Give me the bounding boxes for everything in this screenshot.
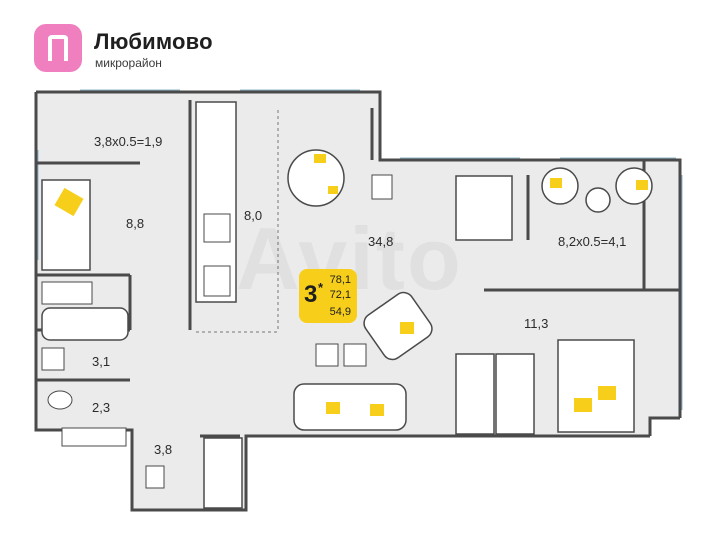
desk — [455, 175, 513, 241]
net-area: 72,1 — [329, 289, 351, 301]
hall-wardrobe — [203, 437, 243, 509]
oven — [203, 265, 231, 297]
wardrobe-small — [41, 281, 93, 305]
total-area: 78,1 — [329, 274, 351, 286]
label-living-room: 34,8 — [368, 234, 393, 249]
armchair — [363, 291, 433, 361]
sofa — [293, 383, 407, 431]
label-bedroom-small: 8,8 — [126, 216, 144, 231]
label-hallway: 3,8 — [154, 442, 172, 457]
sink — [41, 347, 65, 371]
brand-logo — [34, 24, 82, 72]
wardrobe-left — [455, 353, 495, 435]
label-kitchen: 8,0 — [244, 208, 262, 223]
label-bathroom: 3,1 — [92, 354, 110, 369]
coffee-table — [315, 343, 339, 367]
label-balcony-right: 8,2x0.5=4,1 — [558, 234, 626, 249]
toilet-bowl — [47, 390, 73, 410]
living-area: 54,9 — [329, 306, 351, 318]
stove — [203, 213, 231, 243]
wardrobe-right — [495, 353, 535, 435]
brand-name: Любимово — [94, 29, 213, 54]
area-badge: 3 * 78,1 72,1 54,9 — [299, 269, 357, 323]
shoe-rack — [145, 465, 165, 489]
rooms-star: * — [318, 280, 324, 295]
windows — [37, 89, 683, 410]
hall-cabinet — [371, 174, 393, 200]
double-bed — [557, 339, 635, 433]
balcony-chair-right — [615, 167, 653, 205]
outer-walls — [34, 90, 682, 512]
rooms-count: 3 — [304, 281, 318, 308]
balcony-table — [585, 187, 611, 213]
washing-machine — [61, 427, 127, 447]
bathtub — [41, 307, 129, 341]
side-table — [343, 343, 367, 367]
brand-subtitle: микрорайон — [95, 56, 162, 70]
label-bedroom-master: 11,3 — [524, 316, 548, 331]
label-balcony-left: 3,8x0.5=1,9 — [94, 134, 162, 149]
label-toilet: 2,3 — [92, 400, 110, 415]
